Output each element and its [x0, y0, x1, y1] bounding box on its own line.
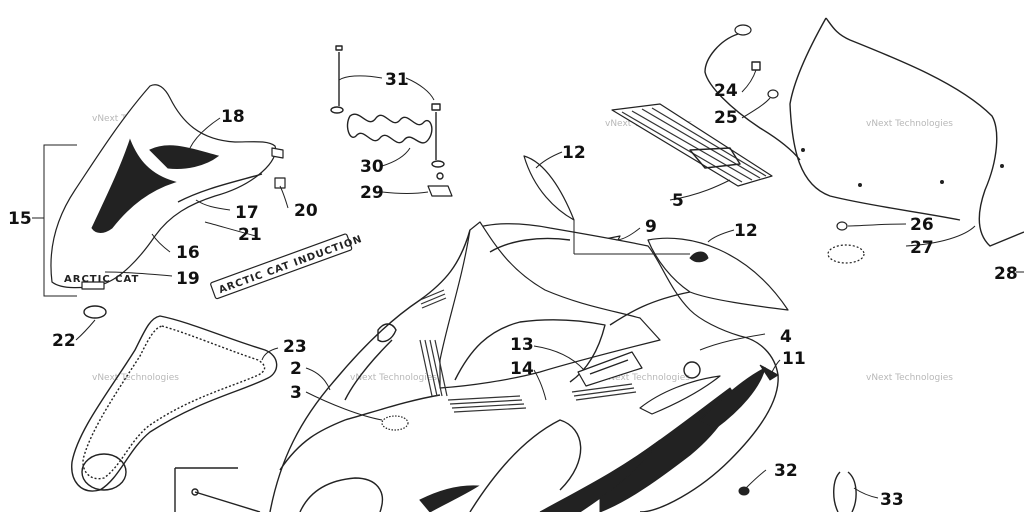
- callout-15: 15: [8, 209, 32, 229]
- callout-23: 23: [283, 337, 307, 357]
- callout-12-right: 12: [734, 221, 758, 241]
- callout-17: 17: [235, 203, 259, 223]
- callout-25: 25: [714, 108, 738, 128]
- callout-labels: 15 18 17 20 21 16 19 22 23 2 3 31 30 29 …: [8, 70, 1018, 510]
- callout-33: 33: [880, 490, 904, 510]
- watermark-6: vNext Technologies: [603, 373, 690, 383]
- callout-5: 5: [672, 191, 684, 211]
- callout-20: 20: [294, 201, 318, 221]
- windshield: [789, 17, 1024, 264]
- callout-16: 16: [176, 243, 200, 263]
- callout-29: 29: [360, 183, 384, 203]
- watermark-4: vNext Technologies: [92, 373, 179, 383]
- spring-hardware: [330, 45, 453, 197]
- callout-24: 24: [714, 81, 738, 101]
- mount-hardware: [704, 24, 801, 161]
- leader-lines: [32, 69, 1024, 499]
- callout-28: 28: [994, 264, 1018, 284]
- callout-2: 2: [290, 359, 302, 379]
- callout-9: 9: [645, 217, 657, 237]
- callout-21: 21: [238, 225, 262, 245]
- callout-12-top: 12: [562, 143, 586, 163]
- windshield-badge-decal: ARCTIC CAT: [64, 274, 139, 285]
- callout-18: 18: [221, 107, 245, 127]
- callout-19: 19: [176, 269, 200, 289]
- hood-seal: [71, 315, 278, 492]
- callout-14: 14: [510, 359, 534, 379]
- callout-32: 32: [774, 461, 798, 481]
- watermark-3: vNext Technologies: [866, 119, 953, 129]
- callout-31: 31: [385, 70, 409, 90]
- callout-11: 11: [782, 349, 806, 369]
- windshield-assembly: ARCTIC CAT: [50, 84, 286, 319]
- hood-body: [174, 221, 857, 512]
- watermark-5: vNext Technologies: [350, 373, 437, 383]
- hood-side-decal: ARCTIC CAT INDUCTION: [210, 233, 364, 300]
- watermark-7: vNext Technologies: [866, 373, 953, 383]
- callout-22: 22: [52, 331, 76, 351]
- vent-plate: [611, 103, 773, 187]
- callout-30: 30: [360, 157, 384, 177]
- callout-3: 3: [290, 383, 302, 403]
- callout-27: 27: [910, 238, 934, 258]
- callout-13: 13: [510, 335, 534, 355]
- callout-4: 4: [780, 327, 792, 347]
- callout-26: 26: [910, 215, 934, 235]
